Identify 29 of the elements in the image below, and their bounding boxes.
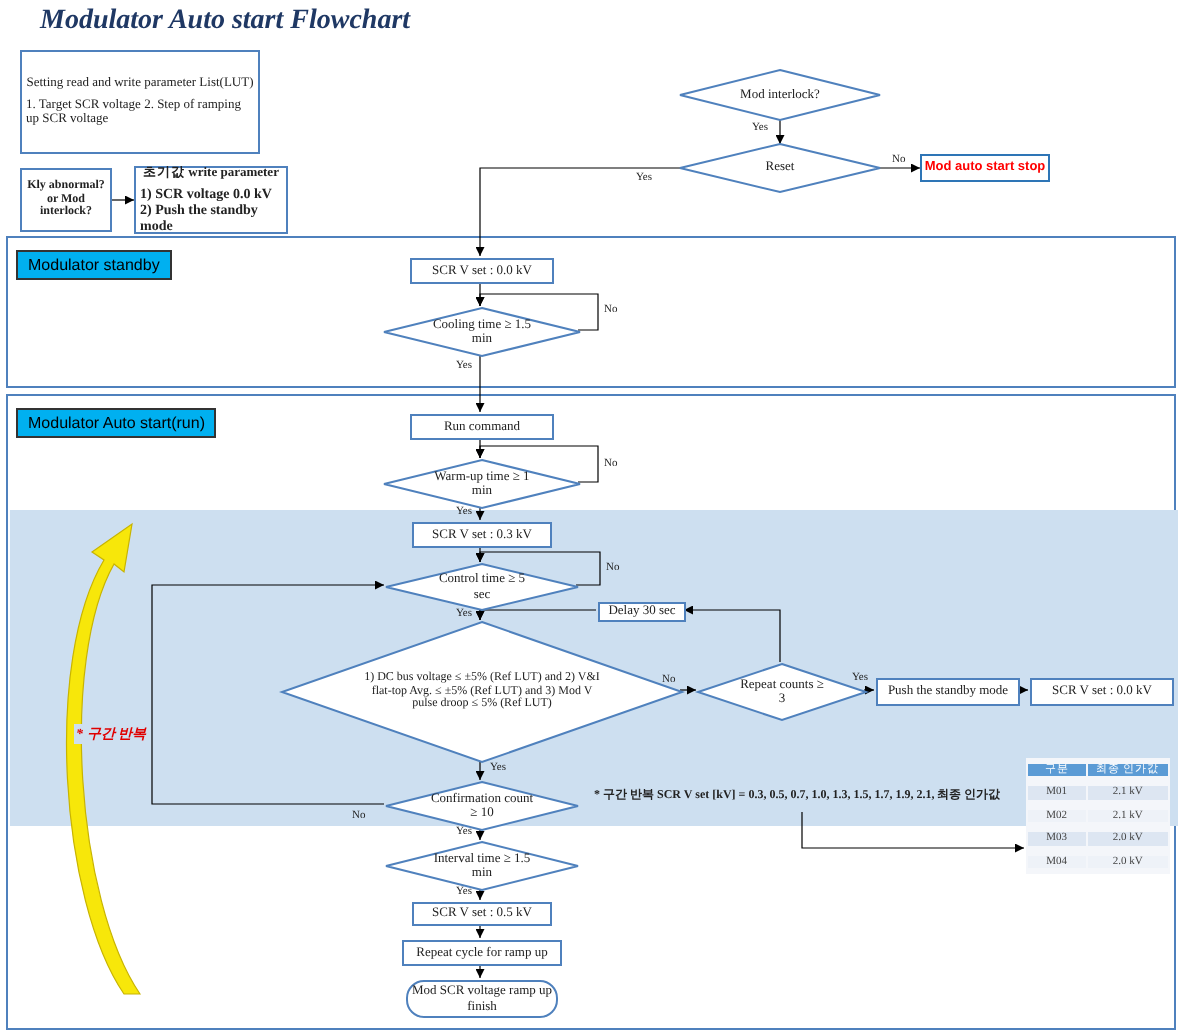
- arrow: [863, 685, 875, 695]
- process-box: [20, 50, 260, 154]
- arrow: [475, 551, 601, 586]
- arrow: [475, 167, 681, 257]
- arrow: [475, 759, 485, 781]
- section-panel: [6, 236, 1176, 388]
- arrow: [475, 923, 485, 939]
- arrow: [475, 505, 485, 521]
- arrow: [679, 685, 697, 695]
- arrow: [475, 609, 597, 621]
- arrow: [151, 580, 385, 805]
- process-box: [134, 166, 288, 234]
- arrow: [1017, 685, 1029, 695]
- section-panel: [6, 394, 1176, 1030]
- arrow: [111, 195, 135, 205]
- arrow: [475, 293, 599, 331]
- section-title: Modulator standby: [16, 250, 172, 280]
- arrow: [475, 963, 485, 979]
- arrow: [801, 811, 1025, 853]
- arrow: [475, 353, 485, 413]
- arrow: [475, 827, 485, 841]
- arrow: [475, 887, 485, 901]
- title: Modulator Auto start Flowchart: [40, 6, 411, 38]
- arrow: [475, 445, 599, 483]
- arrow: [879, 163, 921, 173]
- data-table: [1026, 758, 1170, 874]
- arrow: [775, 119, 785, 145]
- arrow: [683, 605, 781, 663]
- section-title: Modulator Auto start(run): [16, 408, 217, 438]
